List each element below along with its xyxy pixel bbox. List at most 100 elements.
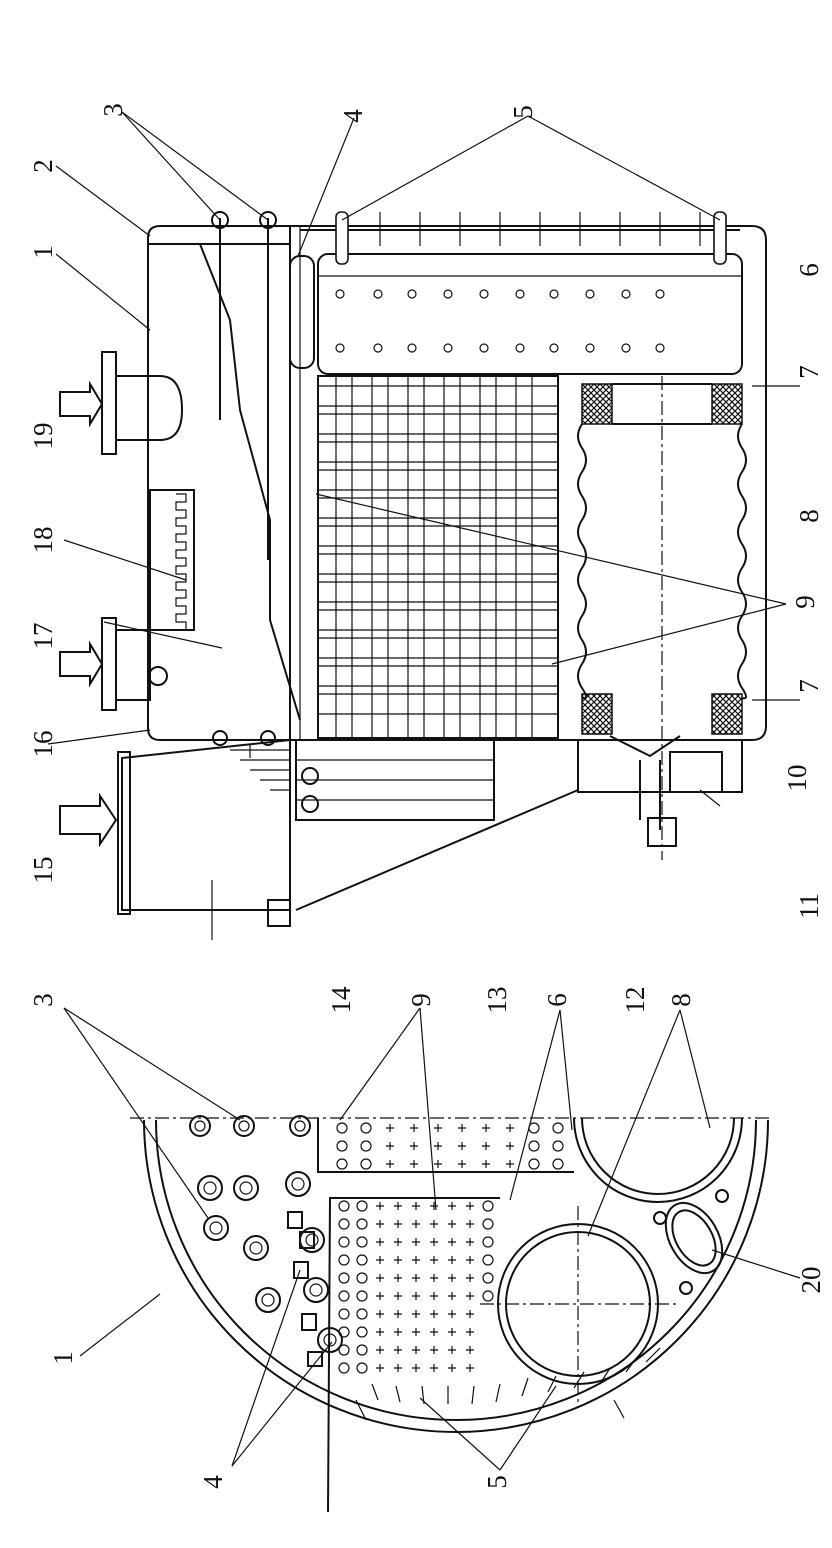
callout-end-6: 6 [542,993,572,1007]
callout-14: 14 [326,986,356,1014]
callout-9: 9 [790,595,820,609]
tube-hole [338,1308,350,1320]
tube-cross [394,1364,402,1372]
tube-hole [356,1308,368,1320]
tube-cross [394,1346,402,1354]
tube-hole [356,1344,368,1356]
tube-hole [338,1200,350,1212]
tube-cross [448,1220,456,1228]
tube-cross [376,1238,384,1246]
burner [577,735,743,847]
tube-hole [338,1290,350,1302]
tube-cross [458,1124,466,1132]
tube-cross [412,1256,420,1264]
callout-12: 12 [620,987,650,1014]
tube-hole [338,1362,350,1374]
callout-1: 1 [28,245,58,259]
callout-3: 3 [98,103,128,117]
tube-cross [376,1202,384,1210]
steam-separator [149,489,195,631]
tube-cross [448,1346,456,1354]
tube-hole [528,1158,540,1170]
callout-end-20: 20 [796,1267,826,1294]
tube-hole [552,1122,564,1134]
tube-hole [482,1254,494,1266]
tube-cross [448,1364,456,1372]
tube-cross [466,1220,474,1228]
tube-hole [552,1140,564,1152]
tube-cross [448,1292,456,1300]
corrugated-furnace [577,376,747,860]
water-level-gauges [211,211,277,746]
callout-16: 16 [28,731,58,758]
tube-cross [434,1160,442,1168]
tube-cross [394,1220,402,1228]
tube-cross [506,1142,514,1150]
tube-cross [410,1160,418,1168]
tube-cross [458,1160,466,1168]
tube-cross [376,1346,384,1354]
tube-cross [466,1310,474,1318]
callout-end-9: 9 [406,993,436,1007]
tube-cross [466,1274,474,1282]
tube-cross [394,1292,402,1300]
tube-cross [412,1274,420,1282]
tube-cross [412,1310,420,1318]
callout-8: 8 [794,509,824,523]
callout-18: 18 [28,527,58,554]
tube-cross [394,1238,402,1246]
tube-holes [336,1122,564,1374]
callout-6: 6 [794,263,824,277]
tube-hole [338,1218,350,1230]
tube-cross [376,1292,384,1300]
rear-smoke-box [317,253,743,375]
callout-end-3: 3 [28,993,58,1007]
tube-cross [430,1292,438,1300]
economizer [295,739,495,821]
tube-hole [338,1344,350,1356]
tube-cross [466,1364,474,1372]
tube-cross [412,1202,420,1210]
callout-17: 17 [28,623,58,650]
tube-hole [356,1236,368,1248]
tube-hole [360,1122,372,1134]
tube-hole [360,1158,372,1170]
tube-cross [412,1238,420,1246]
callout-15: 15 [28,857,58,884]
rim-stays [355,1347,661,1421]
smoke-box-holes [335,289,665,353]
tube-hole [360,1140,372,1152]
tube-hole [338,1254,350,1266]
tube-cross [430,1238,438,1246]
callout-end-4: 4 [198,1475,228,1489]
tube-hole [356,1254,368,1266]
tube-cross [448,1328,456,1336]
tube-hole [338,1272,350,1284]
tube-cross [434,1142,442,1150]
tube-cross [448,1274,456,1282]
tube-hole [356,1326,368,1338]
callout-10: 10 [782,765,812,792]
tube-hole [336,1122,348,1134]
tube-cross [448,1310,456,1318]
tube-cross [430,1220,438,1228]
callout-4: 4 [338,109,368,123]
tube-cross [412,1328,420,1336]
tube-cross [412,1364,420,1372]
tube-cross [430,1256,438,1264]
tube-hole [482,1290,494,1302]
callout-19: 19 [28,423,58,450]
tube-cross [506,1160,514,1168]
tube-cross [466,1328,474,1336]
tube-cross [376,1274,384,1282]
tube-cross [430,1274,438,1282]
stay-bolt-left [335,211,349,265]
tube-cross [410,1124,418,1132]
tube-cross [376,1310,384,1318]
tube-cross [448,1256,456,1264]
callout-13: 13 [482,987,512,1014]
tube-cross [466,1292,474,1300]
tube-cross [386,1142,394,1150]
tube-cross [430,1328,438,1336]
tube-cross [394,1328,402,1336]
